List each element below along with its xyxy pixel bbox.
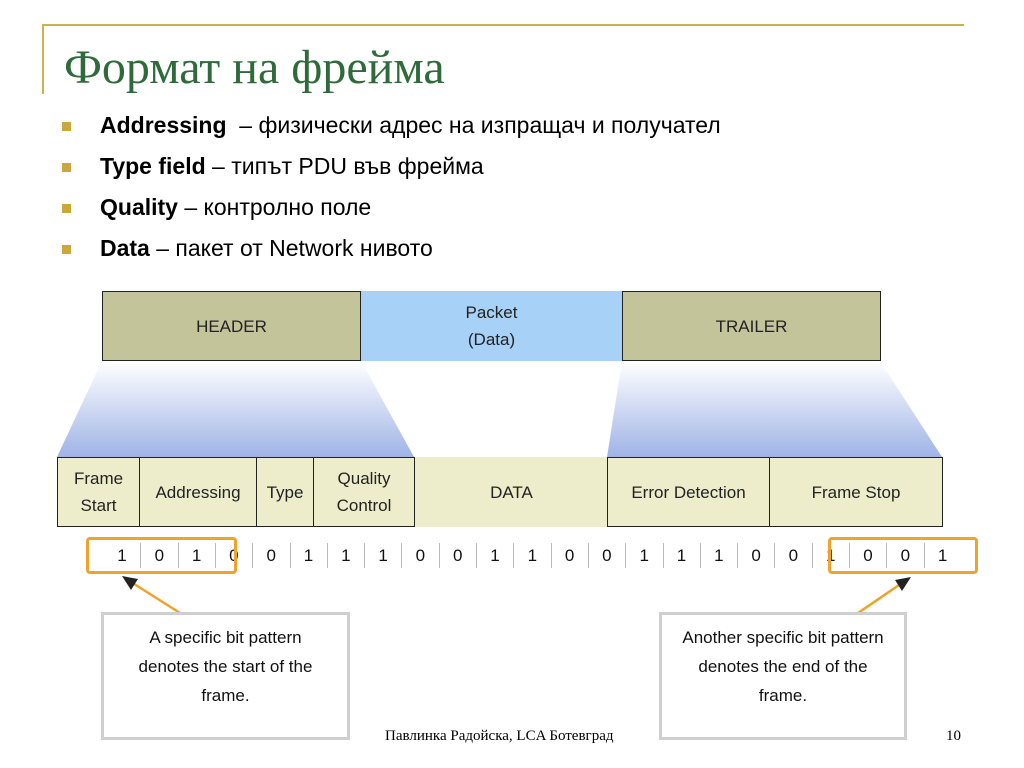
bullet-term: Type field (100, 153, 206, 179)
bullet-text: – физически адрес на изпращач и получате… (226, 112, 721, 138)
page-number: 10 (946, 728, 961, 744)
bit-cell: 0 (266, 545, 276, 565)
trailer-expansion-shape (607, 361, 942, 457)
start-pattern-highlight (86, 537, 237, 574)
frame-start-field: Frame Start (57, 457, 140, 527)
bit-cell: 1 (714, 545, 724, 565)
bit-divider (587, 543, 589, 568)
start-pattern-callout: A specific bit pattern denotes the start… (101, 612, 350, 740)
bullet-term: Data (100, 235, 150, 261)
slide-title: Формат на фрейма (64, 41, 445, 94)
bit-divider (326, 543, 328, 568)
bit-cell: 1 (117, 545, 127, 565)
callout-line: denotes the end of the (698, 657, 868, 676)
bullet-item: Type field – типът PDU във фрейма (62, 151, 962, 192)
square-bullet-icon (62, 122, 71, 131)
bit-divider (476, 543, 477, 568)
bit-divider (214, 543, 216, 568)
trailer-block: TRAILER (622, 291, 881, 361)
bit-divider (401, 543, 403, 568)
square-bullet-icon (62, 163, 71, 172)
bullet-list: Addressing – физически адрес на изпращач… (62, 110, 962, 274)
footer-author: Павлинка Радойска, LCA Ботевград (385, 728, 614, 744)
quality-control-field: Quality Control (313, 457, 415, 527)
type-field: Type (256, 457, 314, 527)
bit-divider (364, 543, 366, 568)
end-arrow-line (857, 581, 903, 615)
header-block: HEADER (102, 291, 361, 361)
bullet-item: Addressing – физически адрес на изпращач… (62, 110, 962, 151)
bit-divider (252, 543, 254, 568)
bit-divider (438, 543, 440, 568)
bit-cell: 1 (937, 545, 948, 565)
callout-line: A specific bit pattern (149, 628, 302, 647)
bullet-text: – контролно поле (177, 194, 372, 220)
bit-cell: 1 (191, 545, 202, 565)
frame-start-label-2: Start (80, 496, 117, 515)
bullet-term: Quality (100, 194, 178, 220)
data-field: DATA (415, 457, 608, 527)
end-pattern-callout: Another specific bit pattern denotes the… (659, 612, 907, 740)
bit-divider (811, 543, 813, 568)
header-expansion-shape (57, 361, 414, 457)
bit-divider (177, 543, 179, 568)
bit-cell: 0 (229, 545, 239, 565)
frame-stop-field: Frame Stop (769, 457, 943, 527)
bit-cell: 0 (564, 545, 575, 565)
bit-cell: 1 (303, 545, 314, 565)
quality-label-2: Control (336, 496, 392, 515)
bit-divider (513, 543, 515, 568)
packet-label: Packet (465, 303, 518, 322)
square-bullet-icon (62, 204, 71, 213)
bit-divider (886, 543, 888, 568)
slide-top-rule (42, 24, 964, 26)
bit-divider (699, 543, 701, 568)
bit-cell: 1 (341, 545, 351, 565)
bullet-text: – типът PDU във фрейма (205, 153, 484, 179)
frame-start-label: Frame (73, 469, 124, 488)
bit-divider (550, 543, 552, 568)
bit-cell: 1 (639, 545, 649, 565)
bullet-term: Addressing (100, 112, 227, 138)
bit-divider (774, 543, 776, 568)
start-arrow-line (130, 580, 181, 615)
bit-cell: 0 (788, 545, 799, 565)
bit-cell: 1 (676, 545, 687, 565)
quality-label: Quality (337, 469, 391, 488)
end-arrow-head (895, 577, 911, 591)
packet-sublabel: (Data) (467, 330, 516, 349)
callout-line: frame. (758, 686, 808, 705)
packet-block: Packet (Data) (361, 291, 622, 361)
bit-cell: 0 (751, 545, 761, 565)
bit-divider (849, 543, 850, 568)
bit-cell: 0 (415, 545, 426, 565)
bit-divider (140, 543, 142, 568)
error-detection-field: Error Detection (607, 457, 770, 527)
bit-cell: 1 (490, 545, 500, 565)
square-bullet-icon (62, 245, 71, 254)
bit-divider (289, 543, 291, 568)
bit-cell: 0 (863, 545, 873, 565)
bit-cell: 0 (452, 545, 463, 565)
bit-cell: 0 (900, 545, 911, 565)
callout-line: frame. (201, 686, 250, 705)
addressing-field: Addressing (139, 457, 257, 527)
bit-divider (923, 543, 925, 568)
end-pattern-highlight (828, 537, 978, 574)
callout-line: Another specific bit pattern (682, 628, 884, 647)
slide-left-rule (42, 24, 44, 94)
bit-cell: 0 (602, 545, 612, 565)
bullet-item: Data – пакет от Network нивото (62, 233, 962, 274)
bit-cell: 0 (154, 545, 165, 565)
bit-cell: 1 (527, 545, 538, 565)
start-arrow-head (122, 576, 138, 590)
bullet-text: – пакет от Network нивото (149, 235, 433, 261)
bit-divider (662, 543, 664, 568)
bit-divider (737, 543, 739, 568)
bullet-item: Quality – контролно поле (62, 192, 962, 233)
callout-line: denotes the start of the (138, 657, 313, 676)
bit-divider (625, 543, 627, 568)
bit-cell: 1 (378, 545, 388, 565)
